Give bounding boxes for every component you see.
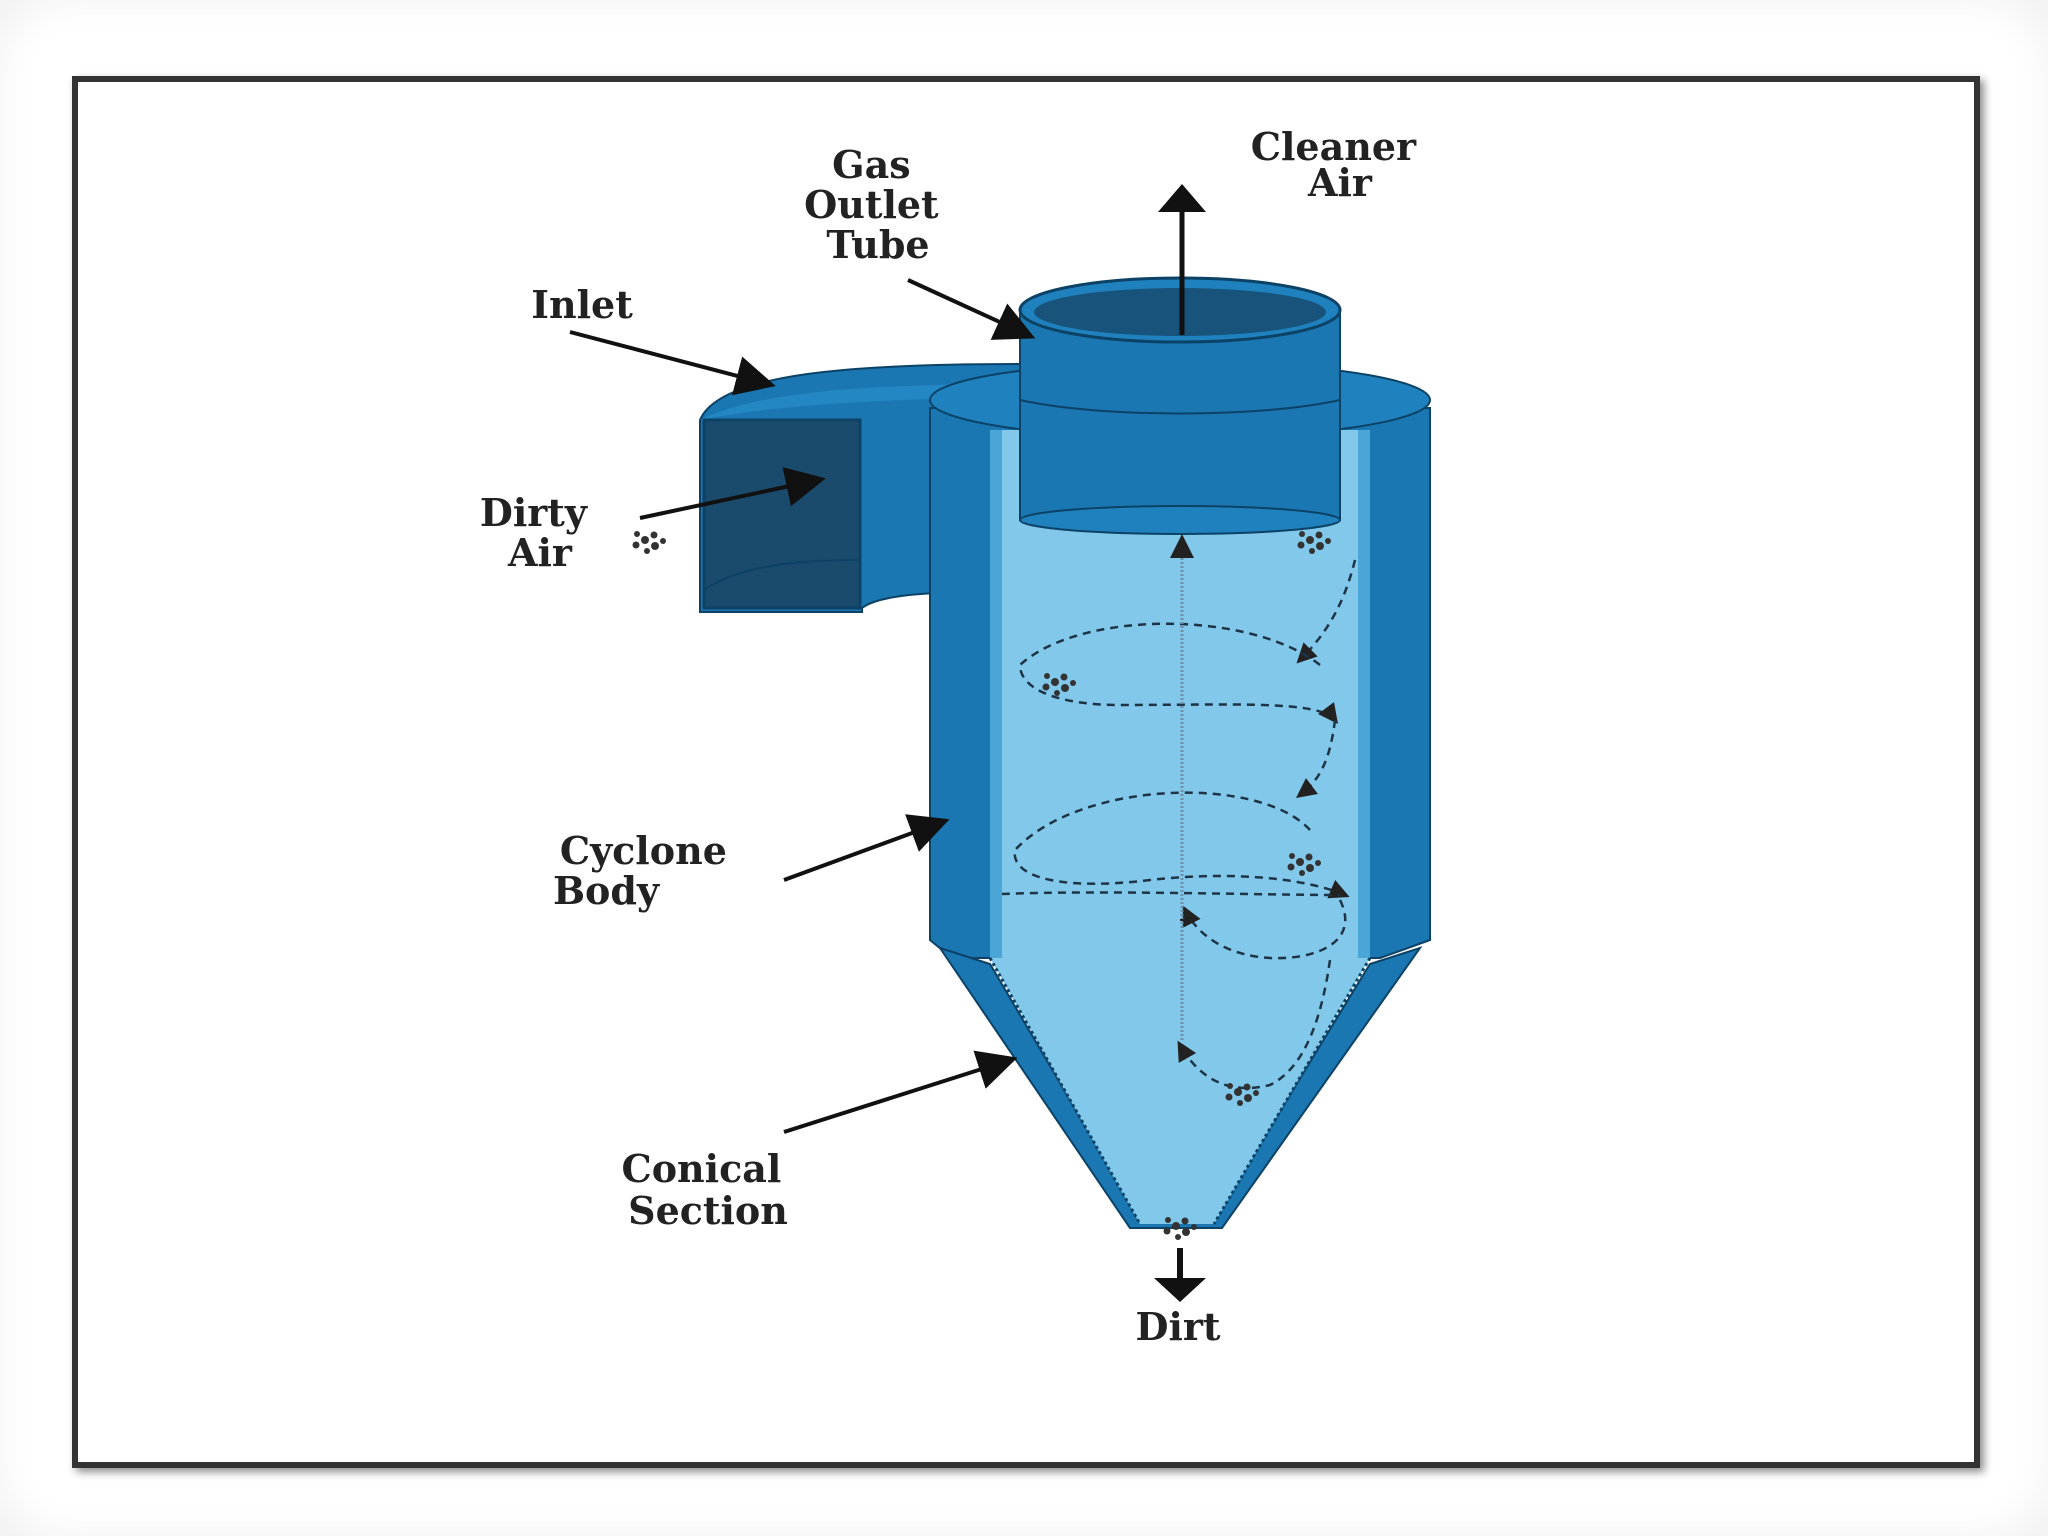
arrow-down-icon [1154, 1248, 1206, 1302]
label-dirt: Dirt [1136, 1304, 1221, 1349]
label-dirty-air: Dirty Air [480, 490, 600, 575]
label-cyclone-body: Cyclone Body [553, 828, 740, 913]
conical-section [937, 946, 1423, 1229]
vortex-flow-path [1001, 559, 1357, 1090]
label-inlet: Inlet [531, 282, 633, 327]
label-conical-section: Conical Section [621, 1146, 794, 1233]
inlet-opening [702, 418, 862, 610]
leader-arrows [569, 278, 1036, 1134]
label-cleaner-air: Cleaner Air [1251, 124, 1430, 205]
arrow-up-icon [1158, 184, 1206, 335]
label-gas-outlet-tube: Gas Outlet Tube [804, 142, 952, 267]
vortex-center-column [1170, 534, 1194, 1040]
